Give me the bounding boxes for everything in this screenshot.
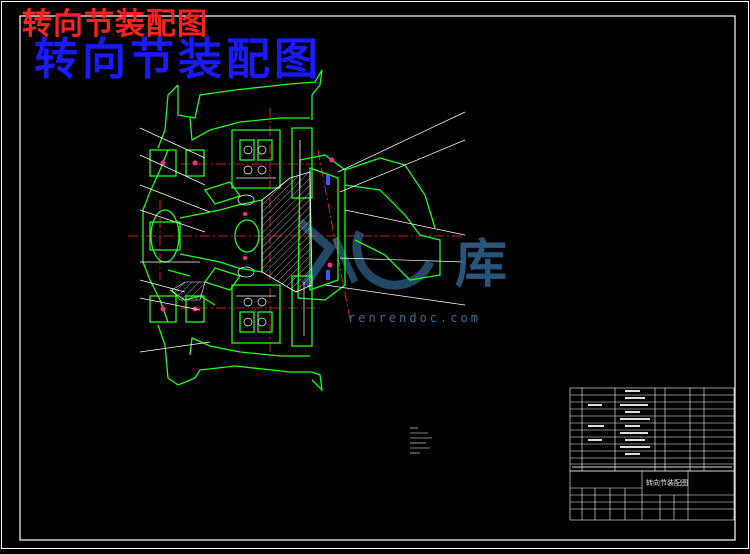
title-red: 转向节装配图 [22,7,208,42]
watermark-char: 库 [455,234,508,295]
knuckle-outline [142,69,441,392]
title-block [569,470,735,521]
red-markers [160,157,335,312]
leader-lines [139,111,466,353]
bearing-details [236,140,305,336]
hatched-section [171,171,313,301]
inner-frame [19,15,736,541]
watermark-url: renrendoc.com [348,311,481,325]
technical-notes [410,427,432,454]
blue-markers [326,175,330,280]
parts-list [569,387,735,472]
title-blue: 转向节装配图 [34,34,322,85]
title-block-name: 转向节装配图 [646,479,688,487]
watermark-logo [297,218,435,290]
parts-list-entries [572,390,732,468]
